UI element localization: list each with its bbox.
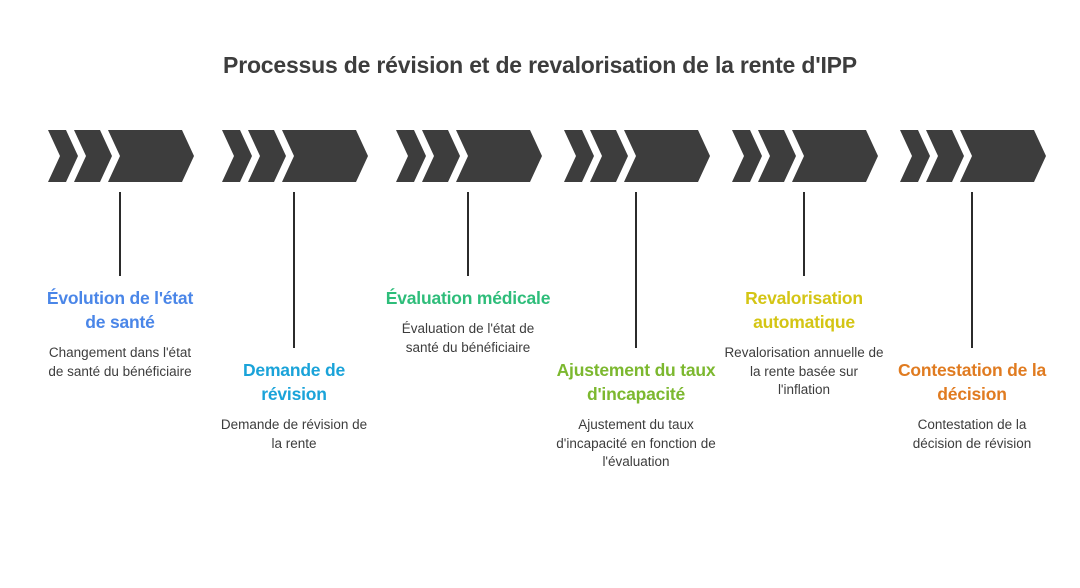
step-description: Évaluation de l'état de santé du bénéfic… [401, 321, 535, 355]
step-title: Évolution de l'état de santé [46, 288, 194, 332]
process-step: Ajustement du taux d'incapacité Ajusteme… [556, 0, 730, 588]
connector-line [119, 192, 121, 276]
step-title: Ajustement du taux d'incapacité [556, 360, 716, 404]
chevron-arrows-icon [222, 130, 368, 182]
process-step: Demande de révision Demande de révision … [220, 0, 388, 588]
chevron-arrows-icon [900, 130, 1046, 182]
step-title: Revalorisation automatique [745, 288, 863, 332]
chevron-arrows-icon [48, 130, 194, 182]
process-step: Évolution de l'état de santé Changement … [46, 0, 214, 588]
connector-line [467, 192, 469, 276]
connector-line [635, 192, 637, 348]
step-description: Demande de révision de la rente [220, 417, 368, 451]
step-description: Contestation de la décision de révision [912, 417, 1032, 451]
step-title: Évaluation médicale [385, 288, 551, 308]
chevron-arrows-icon [564, 130, 710, 182]
connector-line [293, 192, 295, 348]
step-title: Contestation de la décision [897, 360, 1047, 404]
process-step: Revalorisation automatique Revalorisatio… [724, 0, 898, 588]
step-description: Ajustement du taux d'incapacité en fonct… [556, 417, 716, 469]
process-step: Contestation de la décision Contestation… [898, 0, 1066, 588]
step-description: Changement dans l'état de santé du bénéf… [48, 345, 192, 379]
chevron-arrows-icon [732, 130, 878, 182]
diagram-title: Processus de révision et de revalorisati… [223, 52, 857, 78]
connector-line [803, 192, 805, 276]
connector-line [971, 192, 973, 348]
chevron-arrows-icon [396, 130, 542, 182]
step-description: Revalorisation annuelle de la rente basé… [724, 345, 884, 397]
step-title: Demande de révision [242, 360, 346, 404]
process-step: Évaluation médicale Évaluation de l'état… [386, 0, 562, 588]
